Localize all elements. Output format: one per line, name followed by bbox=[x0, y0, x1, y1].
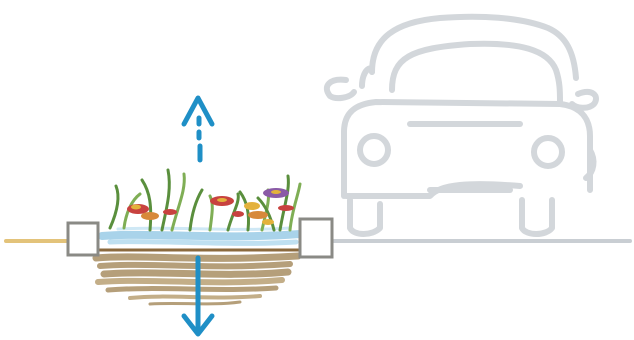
curb-left bbox=[68, 223, 98, 255]
car-outline-icon bbox=[327, 17, 596, 234]
flower bbox=[244, 202, 260, 210]
flower bbox=[217, 198, 227, 202]
flower bbox=[163, 209, 177, 215]
flower bbox=[131, 205, 141, 210]
flower bbox=[141, 212, 159, 220]
flower bbox=[248, 211, 268, 219]
flower bbox=[278, 205, 294, 211]
ponding-water bbox=[102, 228, 300, 243]
flower bbox=[232, 211, 244, 217]
evaporation-arrow-icon bbox=[184, 98, 212, 160]
curb-right bbox=[300, 219, 332, 257]
flower bbox=[271, 190, 281, 194]
flower bbox=[262, 219, 274, 225]
